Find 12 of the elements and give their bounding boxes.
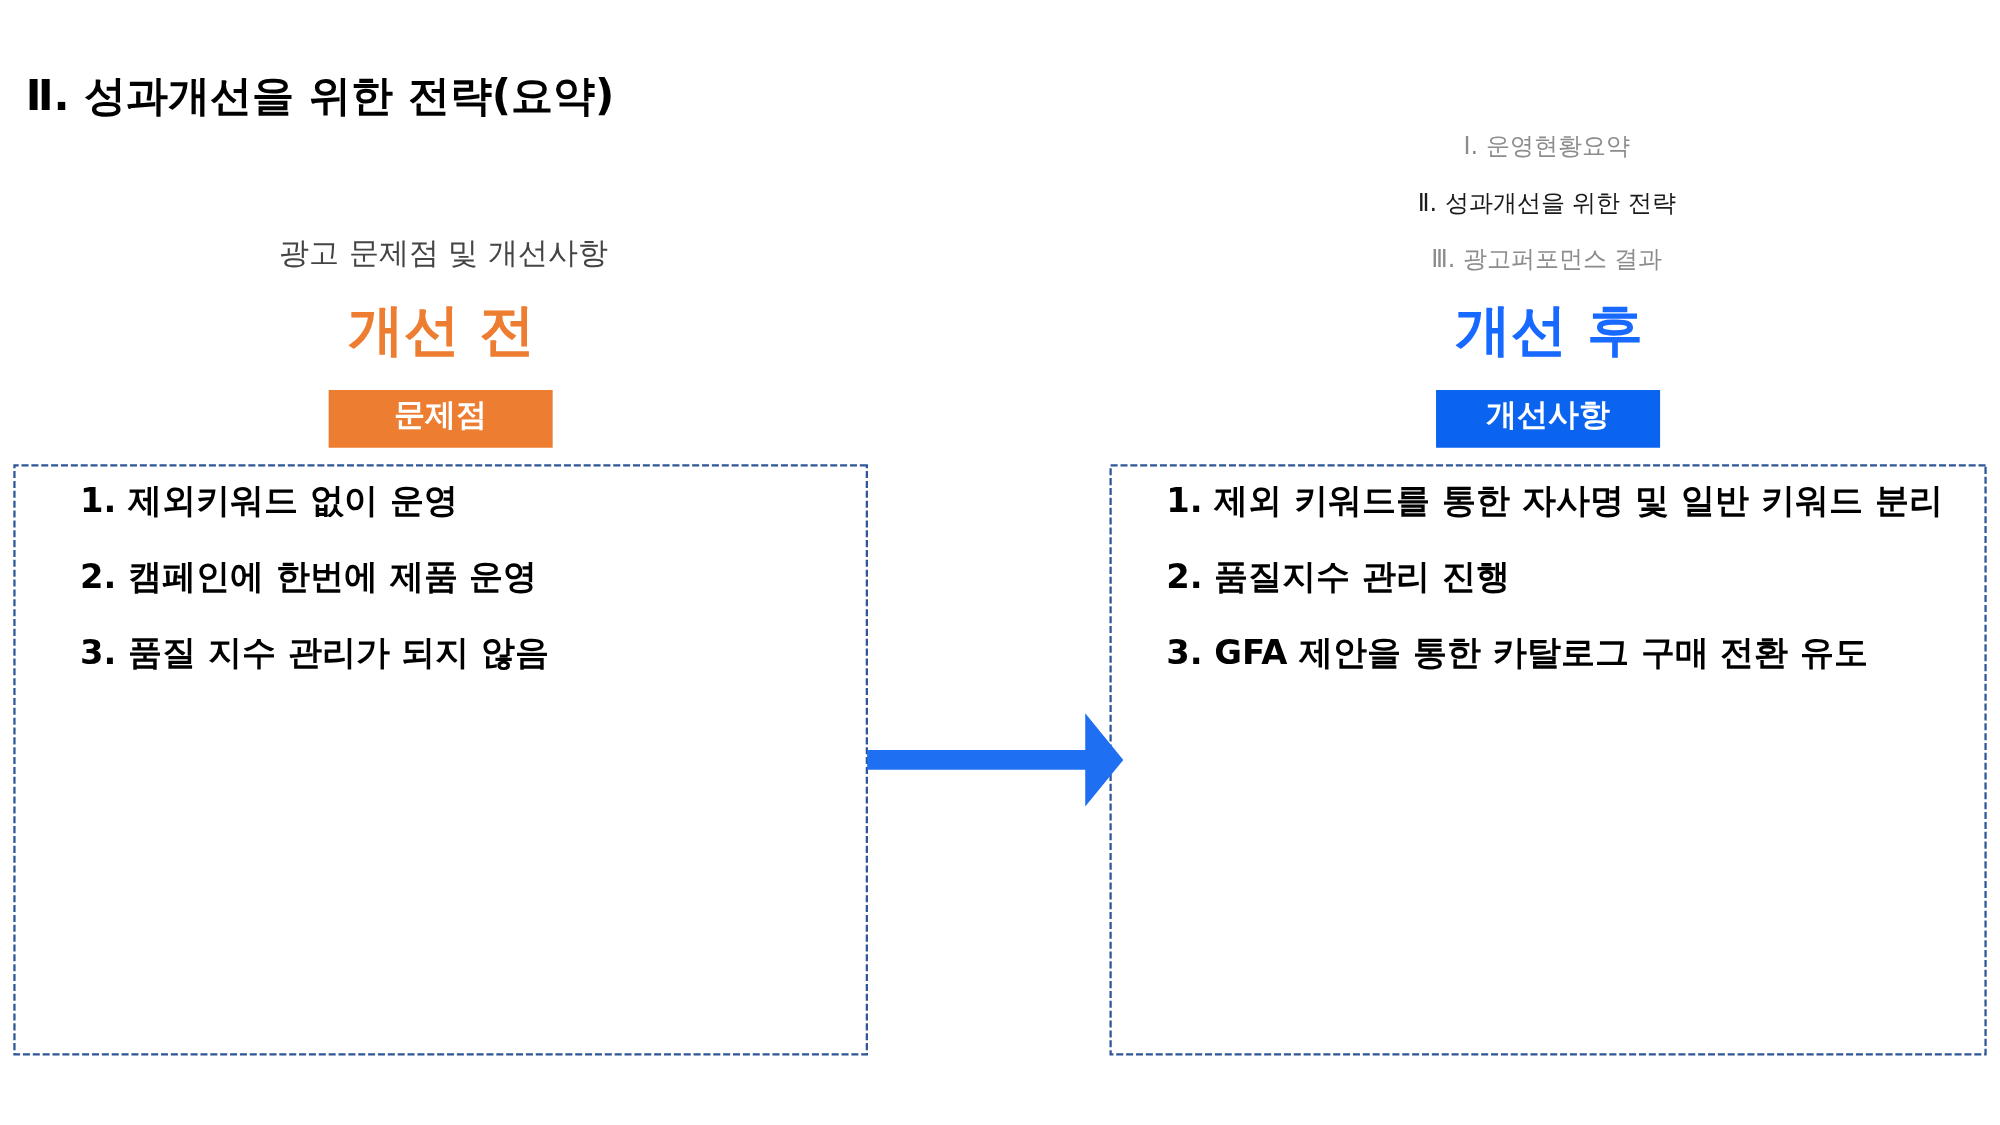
- node-box: 개선사항: [1436, 389, 1661, 448]
- node-box: 1. 제외키워드 없이 운영 2. 캠페인에 한번에 제품 운영 3. 품질 지수 관리가 되지 않음: [13, 463, 868, 1055]
- node-box: 문제점: [328, 389, 553, 448]
- node-box: 1. 제외 키워드를 통한 자사명 및 일반 키워드 분리 2. 품질지수 관리 진행 3. GFA 제안을 통한 카탈로그 구매 전환 유도: [1109, 463, 1987, 1055]
- label: 광고 문제점 및 개선사항: [279, 235, 608, 270]
- label: Ⅲ. 광고퍼포먼스 결과: [1431, 244, 1663, 273]
- diagram-title: Ⅱ. 성과개선을 위한 전략(요약): [25, 70, 615, 120]
- arrow: [867, 712, 1124, 807]
- label: Ⅰ. 운영현황요약: [1463, 131, 1630, 160]
- label: 개선 후: [1455, 295, 1643, 361]
- label: 개선 전: [347, 295, 536, 361]
- label: Ⅱ. 성과개선을 위한 전략: [1417, 188, 1676, 217]
